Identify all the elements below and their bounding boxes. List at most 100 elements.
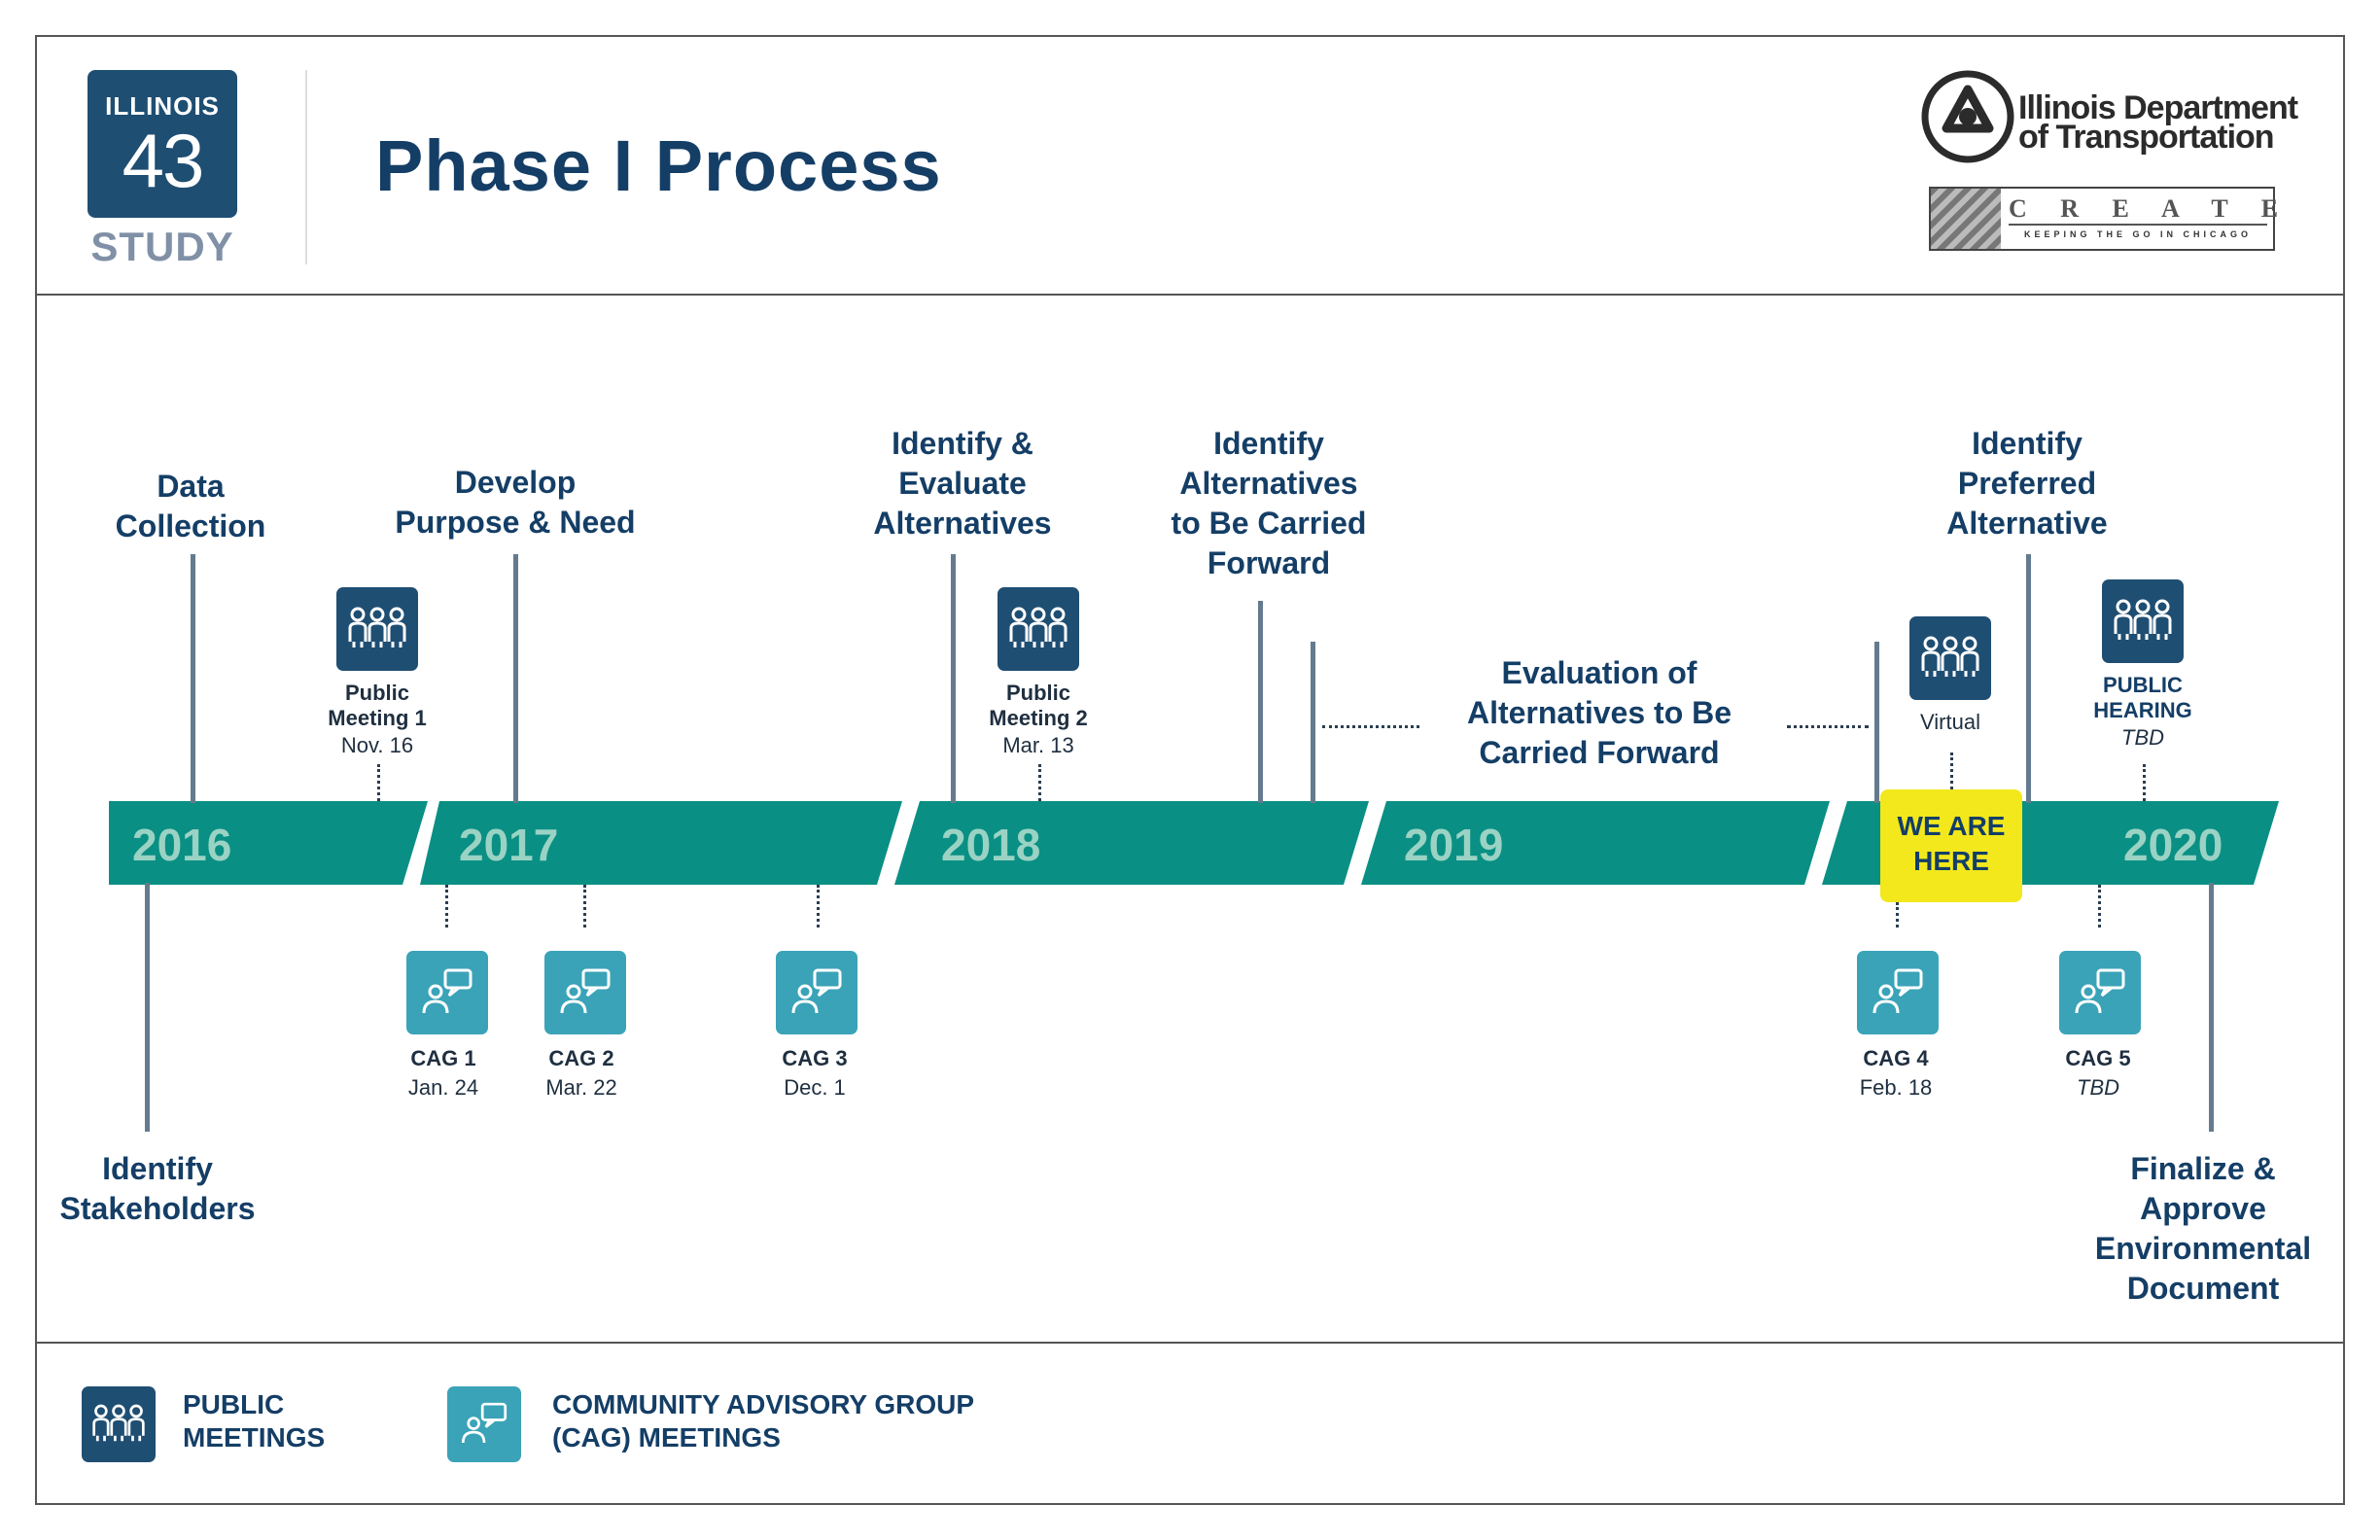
phase-text: to Be Carried xyxy=(1171,506,1367,541)
meeting-date: Mar. 22 xyxy=(545,1075,617,1100)
public-meeting-2-label: Public Meeting 2 Mar. 13 xyxy=(970,681,1106,758)
public-meeting-icon xyxy=(998,587,1079,671)
legend-public-meeting-icon xyxy=(82,1386,156,1462)
connector-dots xyxy=(817,885,820,928)
public-meeting-icon xyxy=(336,587,418,671)
phase-text: Finalize & xyxy=(2130,1151,2276,1186)
people-group-icon xyxy=(92,1404,145,1442)
meeting-date: Jan. 24 xyxy=(407,1075,479,1100)
legend-cag-icon xyxy=(447,1386,521,1462)
cag-meeting-icon xyxy=(1857,951,1939,1034)
phase-text: Preferred xyxy=(1957,466,2097,501)
phase-line-purpose-need xyxy=(513,554,518,803)
meeting-name: Meeting 1 xyxy=(328,706,427,730)
connector-dots xyxy=(2143,764,2146,801)
page-title: Phase I Process xyxy=(375,125,942,206)
marker-text: WE ARE xyxy=(1897,811,2006,841)
meeting-date: Nov. 16 xyxy=(340,733,414,757)
phase-text: Purpose & Need xyxy=(395,505,636,540)
public-meeting-1-label: Public Meeting 1 Nov. 16 xyxy=(309,681,445,758)
phase-text: Alternatives xyxy=(1179,466,1358,501)
public-hearing-icon xyxy=(2102,579,2184,663)
phase-finalize-document: Finalize & Approve Environmental Documen… xyxy=(2077,1149,2329,1309)
legend-text: COMMUNITY ADVISORY GROUP xyxy=(552,1389,975,1419)
idot-logo-icon xyxy=(1921,70,2014,163)
connector-dots xyxy=(1950,752,1953,789)
public-meeting-icon xyxy=(1909,616,1991,700)
idot-name: Illinois Department of Transportation xyxy=(2018,91,2298,154)
meeting-date: Dec. 1 xyxy=(784,1075,846,1100)
band-2017 xyxy=(420,801,902,885)
meeting-date: Mar. 13 xyxy=(1002,733,1074,757)
cag-1-label: CAG 1 Jan. 24 xyxy=(375,1046,511,1101)
public-hearing-label: PUBLIC HEARING TBD xyxy=(2075,673,2211,751)
band-2016 xyxy=(109,801,428,885)
year-2018: 2018 xyxy=(941,820,1041,870)
phase-text: Identify xyxy=(102,1151,213,1186)
current-position-marker: WE ARE HERE xyxy=(1880,789,2022,902)
create-logo: C R E A T E KEEPING THE GO IN CHICAGO xyxy=(1929,187,2292,251)
cag-meeting-icon xyxy=(776,951,858,1034)
evaluation-dots-right xyxy=(1787,725,1869,728)
speech-person-icon xyxy=(422,968,472,1014)
speech-person-icon xyxy=(461,1402,508,1444)
phase-text: Alternative xyxy=(1946,506,2108,541)
meeting-name: Public xyxy=(1005,681,1070,705)
phase-line-evaluation-end xyxy=(1874,642,1879,803)
phase-text: Document xyxy=(2126,1271,2280,1306)
people-group-icon xyxy=(1921,636,1979,677)
create-tagline: KEEPING THE GO IN CHICAGO xyxy=(2023,229,2252,239)
year-2019: 2019 xyxy=(1404,820,1504,870)
phase-carried-forward: Identify Alternatives to Be Carried Forw… xyxy=(1138,424,1400,583)
phase-evaluation-carried-forward: Evaluation of Alternatives to Be Carried… xyxy=(1429,653,1769,773)
legend-divider xyxy=(35,1342,2345,1344)
phase-text: Identify xyxy=(1972,426,2082,461)
phase-text: Identify & xyxy=(892,426,1033,461)
evaluation-dots-left xyxy=(1322,725,1419,728)
illinois-43-logo: ILLINOIS 43 xyxy=(88,70,237,218)
phase-line-preferred-alternative xyxy=(2026,554,2031,803)
page-frame xyxy=(35,35,2345,1505)
meeting-date: TBD xyxy=(2077,1075,2119,1100)
band-2018 xyxy=(894,801,1369,885)
meeting-name: CAG 1 xyxy=(410,1046,476,1070)
people-group-icon xyxy=(1009,607,1068,648)
header-divider xyxy=(35,294,2345,296)
year-2017: 2017 xyxy=(459,820,559,870)
phase-text: Collection xyxy=(115,508,266,543)
legend-public-meetings: PUBLIC MEETINGS xyxy=(183,1388,325,1454)
phase-line-evaluate-alternatives xyxy=(951,554,956,803)
meeting-name: HEARING xyxy=(2093,698,2192,722)
phase-preferred-alternative: Identify Preferred Alternative xyxy=(1906,424,2149,543)
cag-3-label: CAG 3 Dec. 1 xyxy=(747,1046,883,1101)
connector-dots xyxy=(2098,885,2101,928)
logo-state: ILLINOIS xyxy=(105,91,220,121)
speech-person-icon xyxy=(791,968,842,1014)
people-group-icon xyxy=(2114,599,2172,640)
legend-text: MEETINGS xyxy=(183,1422,326,1452)
connector-dots xyxy=(377,764,380,801)
phase-text: Approve xyxy=(2140,1191,2266,1226)
meeting-name: Public xyxy=(344,681,409,705)
meeting-date: Feb. 18 xyxy=(1859,1075,1933,1100)
speech-person-icon xyxy=(560,968,611,1014)
create-word: C R E A T E xyxy=(2009,194,2292,223)
meeting-name: CAG 3 xyxy=(782,1046,848,1070)
meeting-name: CAG 2 xyxy=(548,1046,614,1070)
meeting-name: Virtual xyxy=(1920,710,1980,734)
connector-dots xyxy=(1896,902,1899,928)
phase-text: Alternatives to Be xyxy=(1466,695,1732,730)
cag-2-label: CAG 2 Mar. 22 xyxy=(513,1046,649,1101)
create-logo-photo xyxy=(1931,189,2001,249)
meeting-date: TBD xyxy=(2121,725,2164,750)
logo-study: STUDY xyxy=(90,224,234,269)
phase-line-data-collection xyxy=(191,554,195,803)
band-2019 xyxy=(1361,801,1830,885)
create-rule xyxy=(2009,224,2267,226)
meeting-name: Meeting 2 xyxy=(989,706,1088,730)
marker-text: HERE xyxy=(1913,846,1989,876)
cag-4-label: CAG 4 Feb. 18 xyxy=(1828,1046,1964,1101)
phase-line-stakeholders xyxy=(145,883,150,1132)
logo-number: 43 xyxy=(122,118,205,203)
